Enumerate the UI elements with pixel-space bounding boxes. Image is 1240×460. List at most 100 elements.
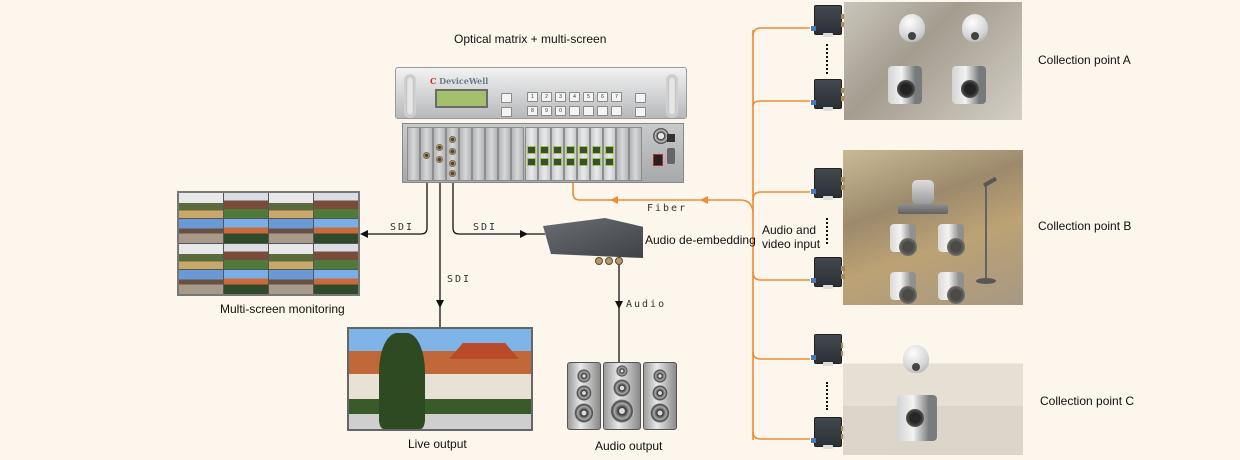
box-camera-icon (890, 272, 917, 304)
screen-tile (314, 193, 358, 218)
keypad-key (635, 93, 646, 103)
screen-tile (179, 193, 223, 218)
fiber-branch-c1 (752, 351, 810, 360)
card-slot-fiber (564, 127, 577, 181)
keypad-key (569, 106, 580, 116)
rack-handle-left (404, 74, 416, 118)
box-camera-icon (938, 224, 965, 256)
screen-tile (269, 269, 313, 294)
bnc-port (423, 152, 430, 159)
screen-tile (224, 244, 268, 269)
screen-tile (314, 244, 358, 269)
more-converters-ellipsis (826, 382, 830, 410)
sdi-label-right: SDI (473, 222, 498, 233)
ptz-camera-icon (898, 180, 948, 220)
collection-point-c-scene (843, 333, 1023, 455)
box-camera-icon (888, 66, 922, 104)
bnc-port (449, 136, 456, 143)
microphone-base (976, 278, 996, 284)
fiber-converter (811, 257, 845, 289)
rack-handle-right (666, 74, 678, 118)
keypad-key-4: 4 (569, 92, 580, 102)
card-slot-fiber (577, 127, 590, 181)
card-slot-sdi (420, 127, 433, 181)
fiber-converter (811, 168, 845, 200)
dome-camera-icon (899, 14, 925, 42)
keypad-key (597, 106, 608, 116)
card-slot-fiber (551, 127, 564, 181)
collection-point-a-label: Collection point A (1038, 53, 1131, 67)
multi-screen-label: Multi-screen monitoring (220, 302, 345, 316)
sdi-label-left: SDI (390, 222, 415, 233)
screen-tile (269, 193, 313, 218)
fiber-label: Fiber (647, 203, 688, 214)
keypad-key-7: 7 (611, 92, 622, 102)
screen-tile (224, 193, 268, 218)
more-converters-ellipsis (826, 44, 830, 74)
dome-camera-icon (903, 345, 929, 373)
card-slot-fiber (590, 127, 603, 181)
speakers-icon (567, 362, 677, 432)
fiber-converter (811, 417, 845, 449)
lcd-display (435, 89, 488, 108)
keypad-key-2: 2 (541, 92, 552, 102)
bnc-port (449, 170, 456, 177)
bnc-port (449, 148, 456, 155)
box-camera-icon (952, 66, 986, 104)
optical-matrix-rear-panel (402, 123, 684, 183)
audio-output-label: Audio output (595, 439, 663, 453)
card-slot (472, 127, 485, 181)
temple-roof (449, 343, 519, 359)
audio-output-ports (595, 252, 627, 265)
screen-tile (179, 218, 223, 243)
screen-tile (314, 269, 358, 294)
sdi-line-to-multiscreen (364, 183, 428, 235)
multi-screen-wall (177, 191, 360, 296)
audio-label: Audio (626, 299, 667, 310)
keypad-key-1: 1 (527, 92, 538, 102)
matrix-title: Optical matrix + multi-screen (454, 32, 607, 46)
sdi-arrow-live-output (436, 300, 444, 308)
av-input-label: Audio and video input (762, 223, 820, 251)
fan-icon (653, 128, 669, 144)
fiber-converter (811, 79, 845, 111)
box-camera-icon (890, 224, 917, 256)
fiber-line (572, 183, 754, 213)
box-camera-icon (897, 395, 937, 441)
card-slot-fiber (603, 127, 616, 181)
keypad-key-9: 9 (541, 106, 552, 116)
tree (379, 333, 425, 429)
bnc-port (449, 160, 456, 167)
audio-arrow (615, 301, 623, 309)
card-slot-fiber (525, 127, 538, 181)
av-input-label-line2: video input (762, 237, 821, 251)
screen-tile (314, 218, 358, 243)
box-camera-icon (938, 272, 965, 304)
live-output-screen (347, 327, 533, 431)
bnc-port (436, 144, 443, 151)
card-slot-sdi (433, 127, 446, 181)
rj45-port (667, 134, 675, 142)
optical-matrix-front-panel: C DeviceWell 1 2 3 4 5 6 7 8 9 0 (395, 67, 687, 119)
screen-tile (269, 218, 313, 243)
fiber-branch-b2 (752, 271, 810, 281)
power-switch (653, 154, 663, 166)
speaker-left (567, 362, 601, 430)
card-slot-fiber (538, 127, 551, 181)
speaker-right (643, 362, 677, 430)
av-input-label-line1: Audio and (762, 223, 817, 237)
screen-tile (269, 244, 313, 269)
sdi-label-down: SDI (447, 274, 472, 285)
card-slot (511, 127, 524, 181)
fiber-converter (811, 334, 845, 366)
card-slot (498, 127, 511, 181)
fiber-branch-c2 (752, 431, 810, 440)
keypad-key (583, 106, 594, 116)
microphone-stand-icon (985, 186, 987, 282)
fiber-arrow-1 (700, 196, 708, 204)
brand-logo: C DeviceWell (430, 76, 489, 86)
screen-tile (179, 244, 223, 269)
screen-tile (224, 269, 268, 294)
sdi-line-to-deembedder (452, 183, 545, 235)
